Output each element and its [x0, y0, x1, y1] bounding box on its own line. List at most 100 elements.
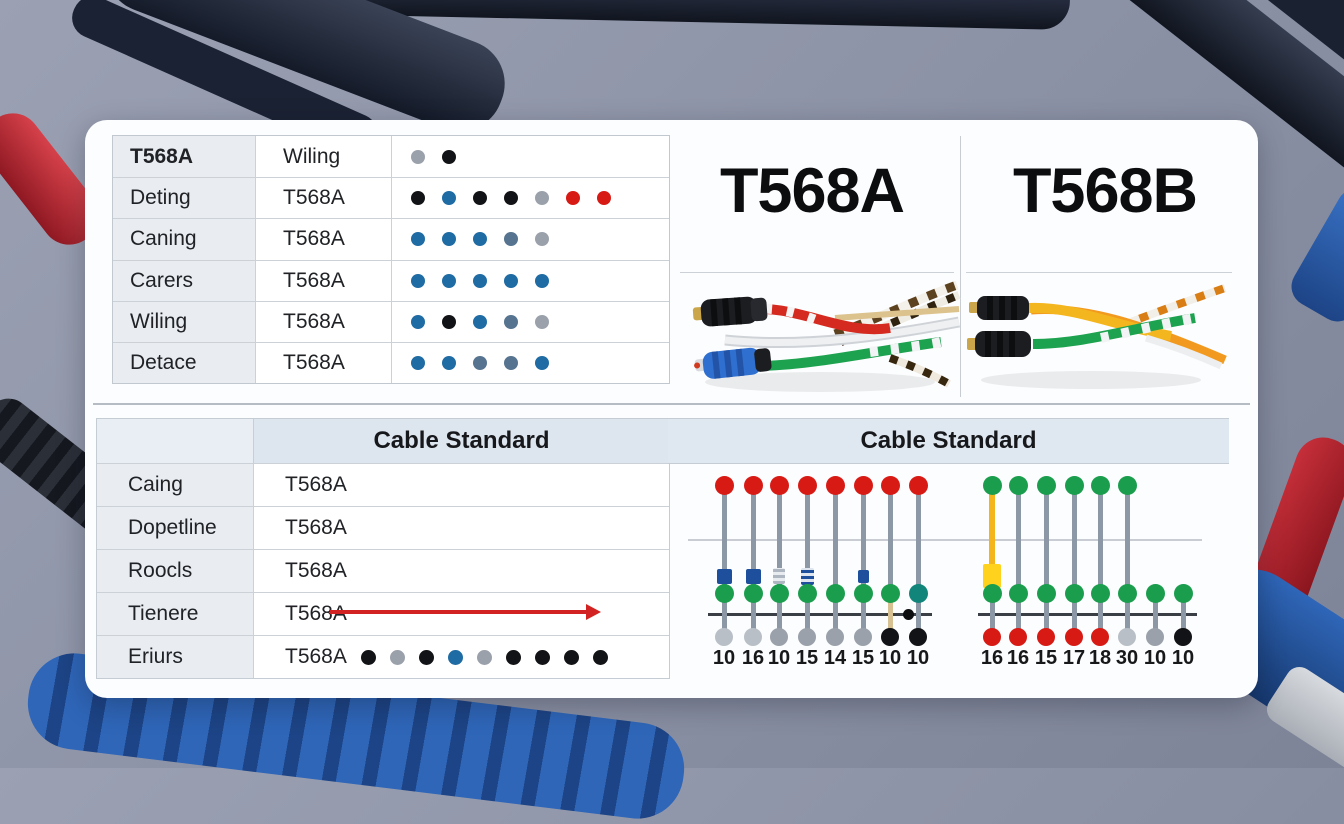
standard-title-t568b: T568B: [1012, 156, 1198, 226]
wire-top-dot: [1008, 475, 1028, 495]
row-value: T568A: [255, 218, 391, 260]
wire-line: [721, 485, 727, 637]
dot: [535, 273, 549, 288]
dot: [504, 232, 518, 247]
wire-line: [887, 593, 893, 637]
row-label: Tienere: [97, 592, 253, 635]
wire-mid-dot: [982, 583, 1002, 603]
row-label: Deting: [113, 177, 255, 219]
row-label: Dopetline: [97, 506, 253, 549]
red-arrow: [330, 610, 586, 614]
wire-number: 30: [1115, 647, 1139, 669]
header-empty-cell: [97, 419, 253, 463]
wire-number: 16: [980, 647, 1004, 669]
wire-bottom-dot: [881, 628, 899, 646]
wire-marker-square_small: [857, 569, 869, 583]
dot: [442, 314, 456, 329]
dot: [566, 191, 580, 206]
dot: [504, 355, 518, 370]
wire-bottom-dot: [744, 628, 762, 646]
wire-marker-square: [745, 568, 761, 584]
wire-top-dot: [880, 475, 900, 495]
row-value: T568A: [255, 341, 391, 383]
diagram-axis-right: [978, 613, 1197, 616]
wire-mid-dot: [797, 583, 817, 603]
dot: [473, 273, 487, 288]
dot: [535, 232, 549, 247]
wire-mid-dot: [1090, 583, 1110, 603]
row-label: Caing: [97, 463, 253, 506]
row-label: Carers: [113, 259, 255, 301]
wire-bottom-dot: [1037, 628, 1055, 646]
dot: [473, 314, 487, 329]
wire-number: 10: [767, 647, 791, 669]
wire-bottom-dot: [983, 628, 1001, 646]
table-header: Cable Standard: [253, 419, 669, 463]
wire-top-dot: [1036, 475, 1056, 495]
row-value: T568A: [253, 635, 669, 678]
wire-marker-hatch_light: [773, 568, 785, 584]
dot: [411, 232, 425, 247]
dot: [360, 649, 376, 665]
header-underline-left: [680, 272, 954, 273]
wire-line: [1097, 485, 1103, 637]
wire-line: [776, 485, 782, 637]
wire-marker-square_yellow: [983, 564, 1001, 588]
wire-number: 10: [878, 647, 902, 669]
row-value: T568A: [253, 549, 669, 592]
wire-bottom-dot: [1091, 628, 1109, 646]
dot: [473, 232, 487, 247]
dot: [535, 355, 549, 370]
wire-line: [1152, 593, 1158, 637]
dot: [563, 649, 579, 665]
wire-bottom-dot: [1146, 628, 1164, 646]
pin-dots: [391, 136, 669, 178]
wire-number: 10: [1171, 647, 1195, 669]
wire-number: 10: [906, 647, 930, 669]
pin-dots: [391, 177, 669, 219]
wire-bottom-dot: [1118, 628, 1136, 646]
wire-top-dot: [853, 475, 873, 495]
dot: [411, 273, 425, 288]
wire-marker-hatch_blue: [800, 567, 814, 585]
dot: [473, 191, 487, 206]
value-text: T568A: [285, 473, 347, 496]
header-underline-right: [966, 272, 1232, 273]
row-value: Wiling: [255, 136, 391, 178]
dot: [411, 314, 425, 329]
t568a-cable-photo: [692, 280, 961, 392]
dot: [504, 273, 518, 288]
value-text: T568A: [285, 645, 347, 668]
row-label: Detace: [113, 341, 255, 383]
diagram-gridline: [688, 539, 1202, 541]
wire-mid-dot: [1008, 583, 1028, 603]
dot: [476, 649, 492, 665]
wire-number: 17: [1062, 647, 1086, 669]
wire-line: [989, 485, 995, 593]
wire-number: 15: [851, 647, 875, 669]
wire-number: 10: [1143, 647, 1167, 669]
wire-top-dot: [743, 475, 763, 495]
wire-mid-dot: [825, 583, 845, 603]
row-value: T568A: [253, 463, 669, 506]
wire-mid-dot: [880, 583, 900, 603]
dot: [418, 649, 434, 665]
row-value: T568A: [255, 259, 391, 301]
dot: [473, 355, 487, 370]
row-value: T568A: [253, 592, 669, 635]
wire-top-dot: [1090, 475, 1110, 495]
dot: [504, 314, 518, 329]
blue-handle-right: [1284, 181, 1344, 329]
wire-bottom-dot: [826, 628, 844, 646]
dot: [411, 191, 425, 206]
row-value: T568A: [255, 177, 391, 219]
wire-number: 15: [1034, 647, 1058, 669]
dot: [592, 649, 608, 665]
wire-bottom-dot: [715, 628, 733, 646]
wire-mid-dot: [1173, 583, 1193, 603]
wire-line: [750, 485, 756, 637]
row-label: T568A: [113, 136, 255, 178]
wire-line: [915, 485, 921, 637]
pin-dots: [391, 300, 669, 342]
